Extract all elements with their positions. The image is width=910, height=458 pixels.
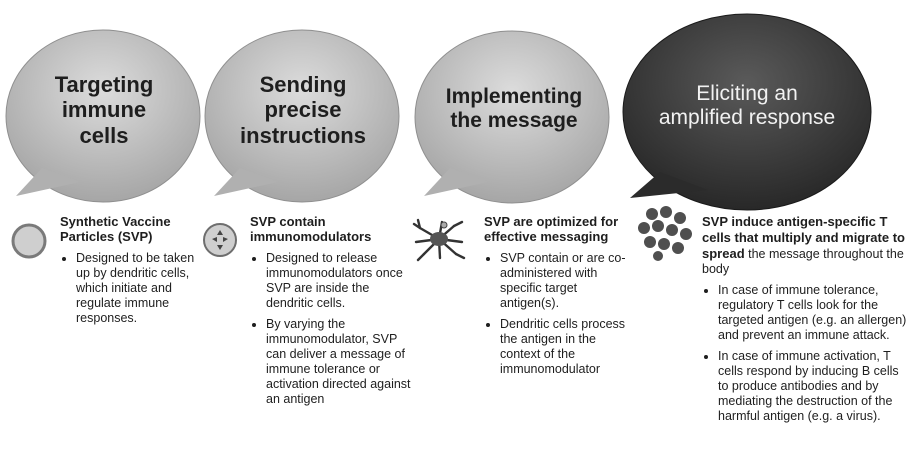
speech-bubble-4 bbox=[622, 13, 872, 211]
column-heading: SVP contain immunomodulators bbox=[250, 214, 372, 245]
bubble-title-sending: Sending precise instructions bbox=[240, 72, 366, 148]
bullet-list: Designed to be taken up by dendritic cel… bbox=[60, 251, 210, 326]
column-heading: SVP are optimized for effective messagin… bbox=[484, 214, 619, 245]
particle-with-triangles-icon bbox=[203, 223, 237, 257]
speech-bubble-3 bbox=[414, 30, 610, 204]
column-heading-rest: the message throughout the body bbox=[702, 247, 904, 276]
bubble-title-implementing: Implementing the message bbox=[445, 85, 583, 133]
column-heading: SVP induce antigen-specific T cells that… bbox=[702, 214, 908, 277]
bullet-item: By varying the immunomodulator, SVP can … bbox=[266, 317, 418, 407]
bullet-list: SVP contain or are co-administered with … bbox=[484, 251, 634, 377]
column-sending: SVP contain immunomodulators Designed to… bbox=[250, 214, 418, 413]
bullet-item: In case of immune tolerance, regulatory … bbox=[718, 283, 908, 343]
bullet-item: Designed to be taken up by dendritic cel… bbox=[76, 251, 210, 326]
t-cell-cluster-icon bbox=[638, 206, 692, 261]
speech-bubble-1 bbox=[5, 29, 201, 203]
column-targeting: Synthetic Vaccine Particles (SVP) Design… bbox=[60, 214, 210, 332]
dendritic-cell-icon bbox=[412, 218, 466, 262]
bullet-item: Dendritic cells process the antigen in t… bbox=[500, 317, 634, 377]
bullet-list: Designed to release immunomodulators onc… bbox=[250, 251, 418, 407]
bullet-item: In case of immune activation, T cells re… bbox=[718, 349, 908, 424]
column-eliciting: SVP induce antigen-specific T cells that… bbox=[702, 214, 908, 430]
speech-bubble-2 bbox=[204, 29, 400, 203]
sphere-icon bbox=[11, 223, 47, 259]
bullet-list: In case of immune tolerance, regulatory … bbox=[702, 283, 908, 424]
column-heading: Synthetic Vaccine Particles (SVP) bbox=[60, 214, 171, 245]
bubble-title-eliciting: Eliciting an amplified response bbox=[658, 82, 836, 130]
column-heading-bold: SVP induce antigen-specific T cells that… bbox=[702, 214, 905, 261]
bullet-item: SVP contain or are co-administered with … bbox=[500, 251, 634, 311]
column-implementing: SVP are optimized for effective messagin… bbox=[484, 214, 634, 383]
bullet-item: Designed to release immunomodulators onc… bbox=[266, 251, 418, 311]
bubble-title-targeting: Targeting immune cells bbox=[54, 72, 154, 148]
